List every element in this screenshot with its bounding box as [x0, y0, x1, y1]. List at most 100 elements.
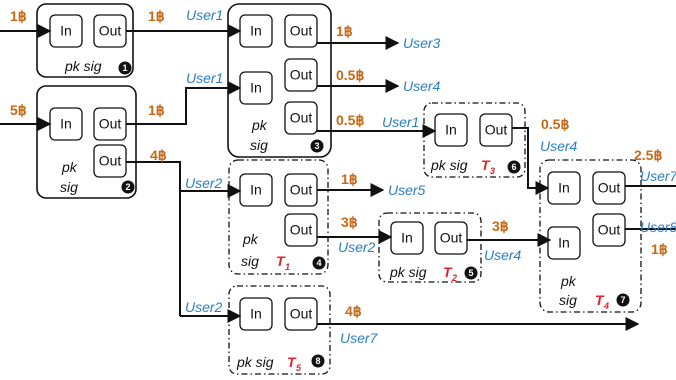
amount-label: 1฿	[336, 23, 353, 39]
amount-label: 0.5฿	[336, 112, 364, 128]
pk-label: pk	[242, 231, 259, 247]
sig-label: sig	[60, 179, 78, 195]
svg-text:Out: Out	[99, 116, 122, 132]
pk-label: pk	[560, 273, 577, 289]
node-2-out1-port: Out	[93, 107, 127, 141]
pk-sig-label: pk sig	[64, 58, 102, 74]
node-7-in2-port: In	[547, 226, 581, 260]
node-3-out1-port: Out	[284, 14, 318, 48]
svg-text:T: T	[276, 253, 286, 269]
user-label: User7	[340, 330, 379, 346]
svg-text:3: 3	[490, 166, 495, 176]
node-number-badge: 5	[464, 266, 478, 280]
node-7-out1-port: Out	[592, 171, 626, 205]
user-label: User4	[540, 138, 578, 154]
node-number-badge: 2	[121, 180, 135, 194]
node-5-box	[378, 212, 482, 283]
node-4-out1-port: Out	[284, 173, 318, 207]
user-label: User2	[185, 175, 223, 191]
svg-text:6: 6	[511, 162, 516, 172]
node-1-in-port: In	[49, 14, 83, 48]
amount-label: 2.5฿	[634, 147, 662, 163]
user-label: User4	[484, 247, 522, 263]
node-5-in-port: In	[390, 221, 424, 255]
pk-label: pk	[251, 117, 268, 133]
svg-text:Out: Out	[290, 182, 313, 198]
node-3-box	[227, 3, 332, 158]
node-number-badge: 6	[507, 160, 521, 174]
svg-text:1: 1	[285, 262, 290, 272]
svg-text:In: In	[60, 116, 72, 132]
svg-text:8: 8	[315, 356, 320, 366]
amount-label: 0.5฿	[336, 67, 364, 83]
node-2-out2-port: Out	[93, 144, 127, 178]
svg-text:Out: Out	[290, 67, 313, 83]
pk-sig-label: pk sig	[389, 264, 427, 280]
svg-text:Out: Out	[290, 306, 313, 322]
svg-text:In: In	[60, 23, 72, 39]
tx-label-t2: T 2	[443, 264, 457, 283]
svg-text:1: 1	[122, 63, 127, 73]
node-7-out2-port: Out	[592, 213, 626, 247]
svg-text:T: T	[595, 292, 605, 308]
svg-text:In: In	[250, 306, 262, 322]
svg-text:In: In	[250, 23, 262, 39]
svg-text:3: 3	[314, 141, 319, 151]
svg-text:Out: Out	[485, 122, 508, 138]
pk-label: pk	[61, 159, 78, 175]
node-3-out2-port: Out	[284, 58, 318, 92]
pk-sig-label: pk sig	[236, 354, 274, 370]
amount-label: 1฿	[148, 8, 165, 24]
node-8-in-port: In	[239, 297, 273, 331]
sig-label: sig	[559, 292, 577, 308]
sig-label: sig	[250, 137, 268, 153]
svg-text:5: 5	[296, 363, 302, 373]
amount-label: 3฿	[492, 218, 509, 234]
amount-label: 1฿	[10, 8, 27, 24]
node-4-box	[228, 159, 329, 275]
node-1-box	[36, 3, 134, 78]
svg-text:2: 2	[451, 273, 457, 283]
svg-text:Out: Out	[99, 153, 122, 169]
tx-label-t5: T 5	[287, 354, 302, 373]
node-number-badge: 4	[312, 256, 326, 270]
svg-text:In: In	[401, 230, 413, 246]
node-6-in-port: In	[434, 113, 468, 147]
node-3-in2-port: In	[239, 71, 273, 105]
svg-text:7: 7	[620, 295, 625, 305]
svg-text:Out: Out	[598, 222, 621, 238]
amount-label: 4฿	[345, 303, 362, 319]
svg-text:2: 2	[125, 182, 130, 192]
svg-text:In: In	[250, 80, 262, 96]
svg-text:In: In	[558, 235, 570, 251]
node-number-badge: 1	[118, 61, 132, 75]
user-label: User1	[382, 114, 419, 130]
node-number-badge: 8	[311, 354, 325, 368]
node-1-out-port: Out	[93, 14, 127, 48]
node-5-out-port: Out	[434, 221, 468, 255]
svg-text:5: 5	[468, 268, 473, 278]
user-label: User2	[185, 299, 223, 315]
node-2-in-port: In	[49, 107, 83, 141]
node-7-in1-port: In	[547, 171, 581, 205]
amount-label: 5฿	[10, 102, 27, 118]
edge-n6-to-n7	[512, 127, 550, 195]
svg-text:Out: Out	[290, 23, 313, 39]
node-number-badge: 7	[616, 293, 630, 307]
pk-sig-label: pk sig	[430, 157, 468, 173]
node-8-box	[228, 285, 331, 375]
edge-n2-to-n3	[126, 81, 242, 125]
amount-label: 1฿	[341, 171, 358, 187]
node-6-out-port: Out	[479, 113, 513, 147]
amount-label: 1฿	[148, 102, 165, 118]
svg-text:4: 4	[603, 301, 609, 311]
user-label: User1	[186, 70, 223, 86]
sig-label: sig	[241, 253, 259, 269]
node-2-box	[36, 85, 137, 199]
svg-text:In: In	[558, 180, 570, 196]
node-8-out-port: Out	[284, 297, 318, 331]
amount-label: 0.5฿	[541, 116, 569, 132]
node-4-out2-port: Out	[284, 213, 318, 247]
tx-label-t1: T 1	[276, 253, 290, 272]
